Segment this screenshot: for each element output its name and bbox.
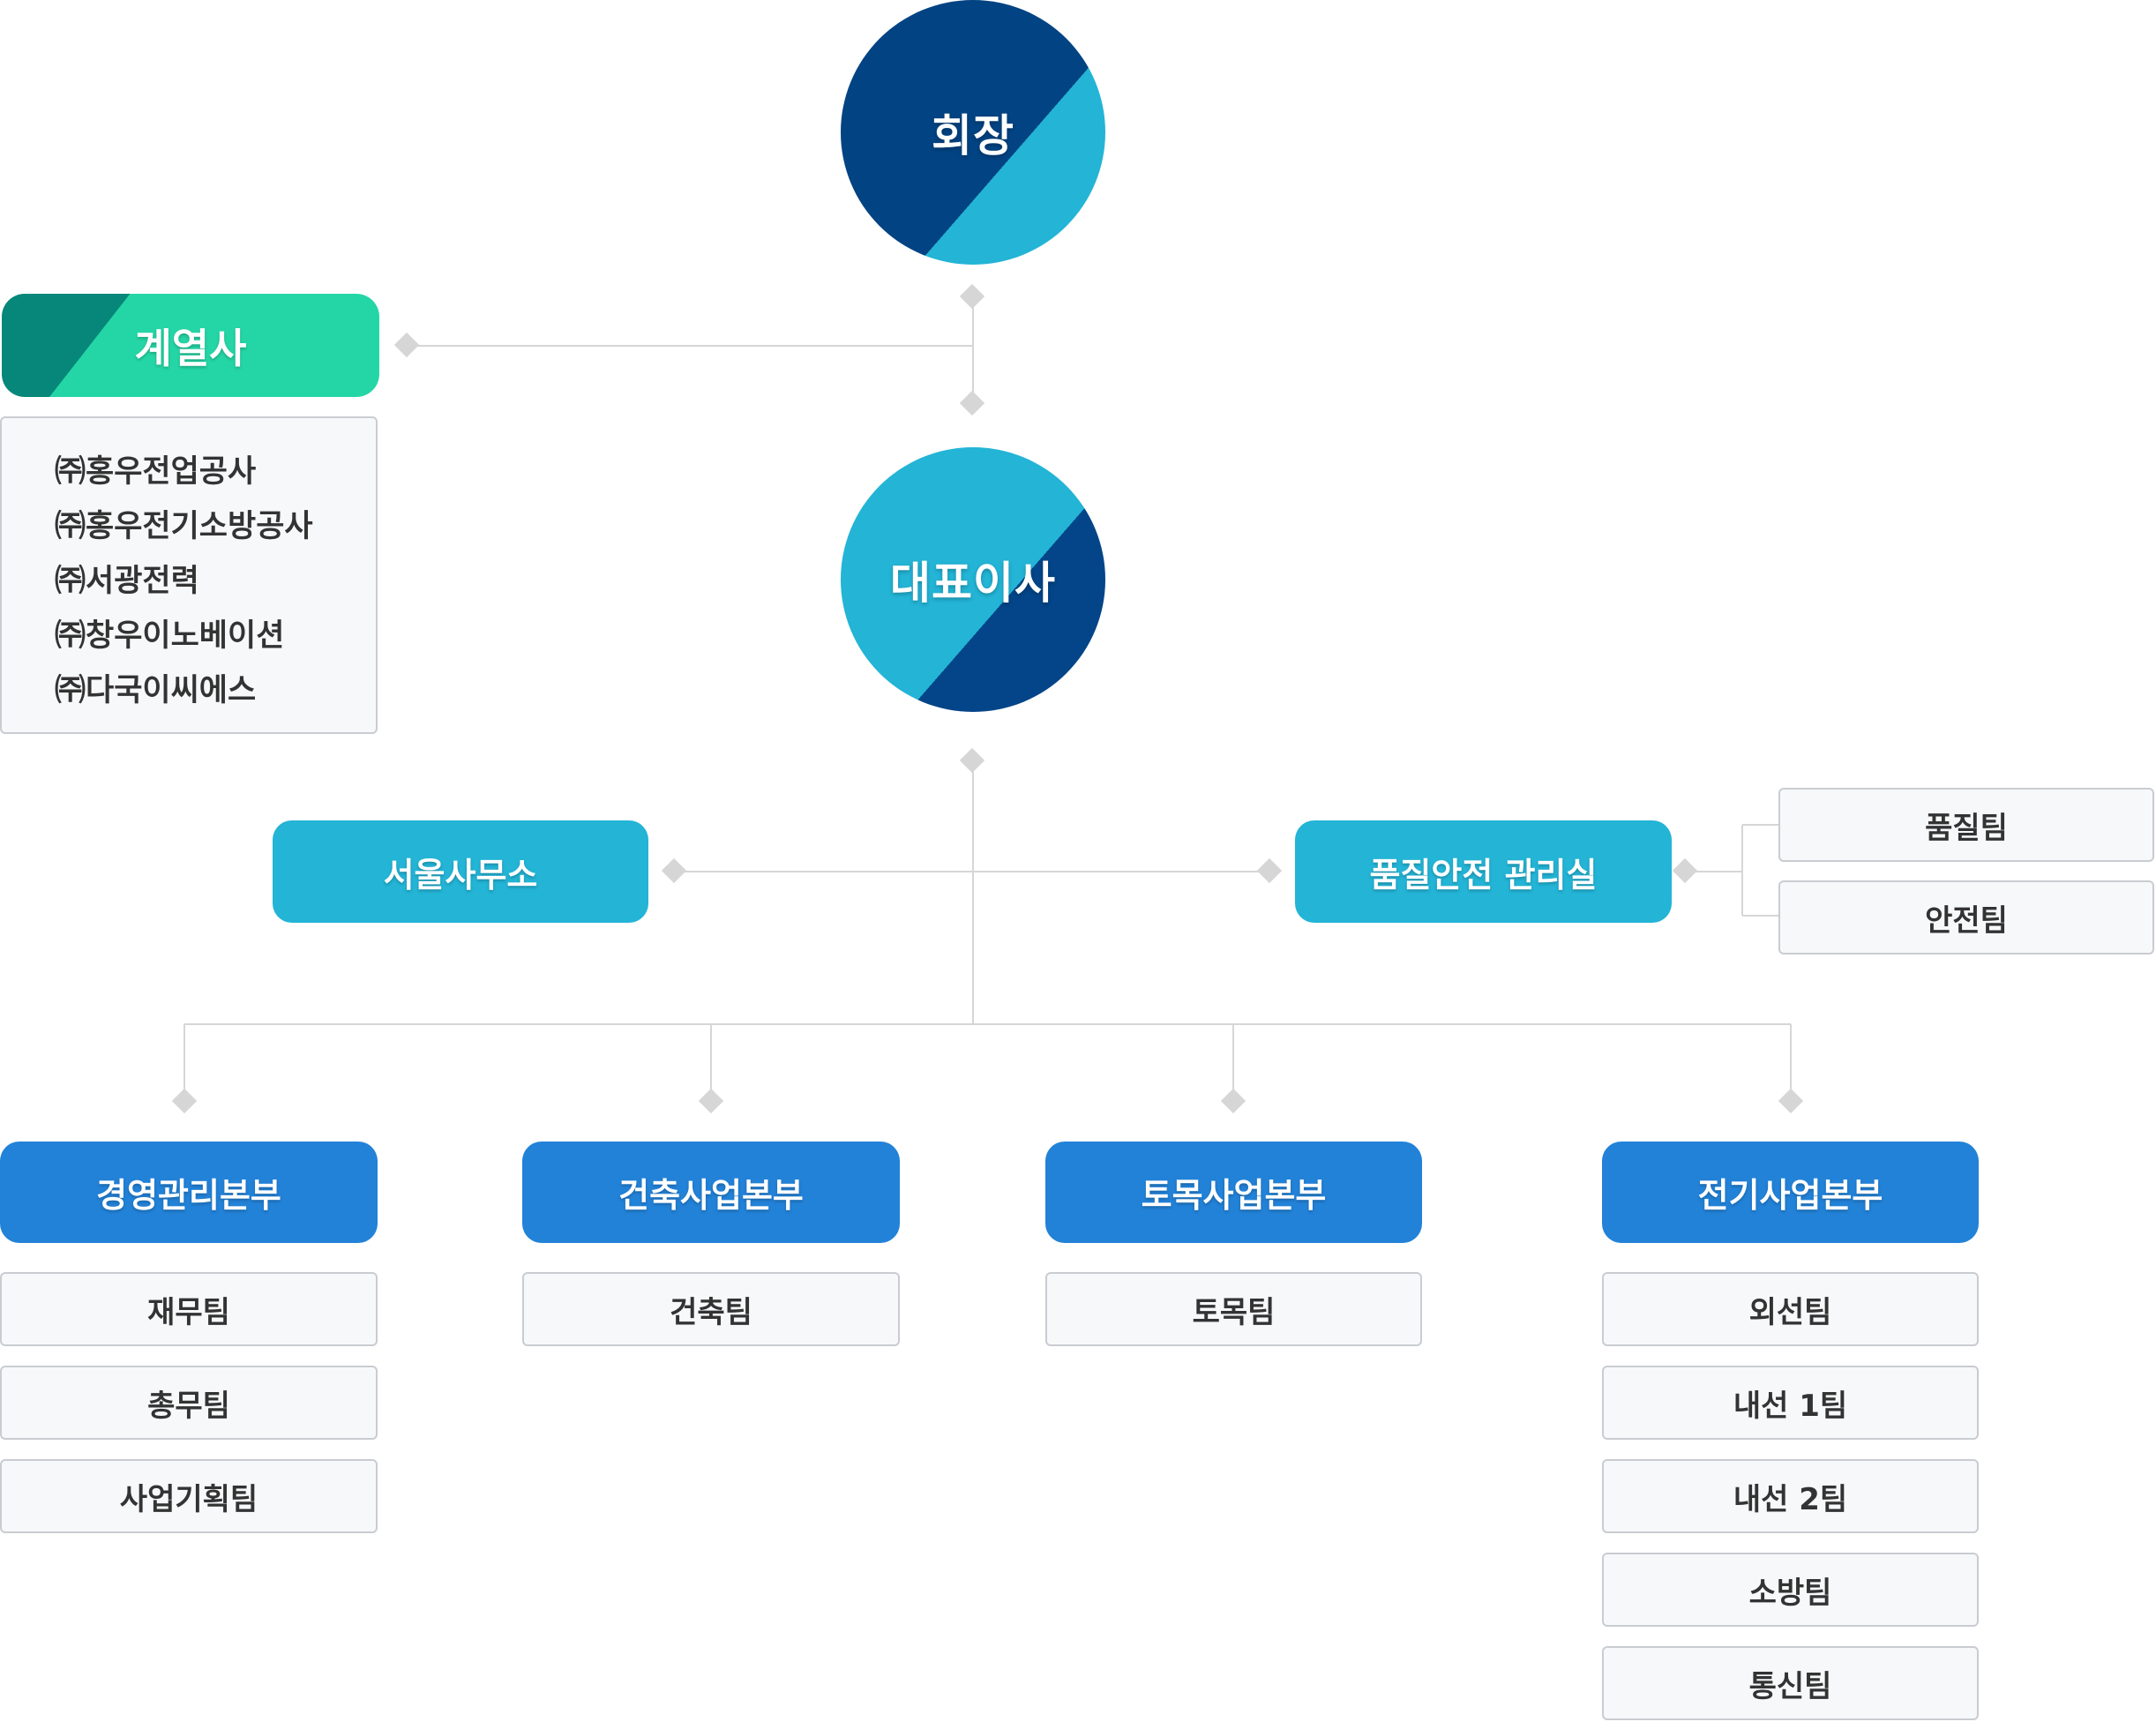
division-node-architecture: 건축사업본부 [522,1142,900,1243]
division-node-electrical: 전기사업본부 [1602,1142,1979,1243]
team-label: 사업기획팀 [119,1481,258,1517]
connector-diamond [393,332,420,358]
connector-diamond [698,1088,724,1114]
team-box: 총무팀 [0,1366,378,1440]
team-label: 내선 1팀 [1733,1388,1848,1424]
affiliate-item: ㈜홍우전기소방공사 [55,509,313,544]
chairman-label: 회장 [932,110,1014,161]
seoul-office-label: 서울사무소 [383,855,538,895]
division-label: 경영관리본부 [96,1176,281,1215]
team-label: 토목팀 [1192,1294,1276,1330]
team-label: 안전팀 [1925,902,2008,939]
connector-diamond [171,1088,198,1114]
team-box: 통신팀 [1602,1646,1979,1720]
team-box: 내선 2팀 [1602,1459,1979,1533]
team-label: 통신팀 [1748,1668,1832,1704]
affiliate-item: ㈜창우이노베이션 [55,618,285,654]
quality-safety-node: 품질안전 관리실 [1295,820,1672,923]
connector-diamond [661,857,687,884]
affiliates-list: ㈜홍우전업공사 ㈜홍우전기소방공사 ㈜서광전력 ㈜창우이노베이션 ㈜다국이씨에스 [0,416,378,734]
team-label: 총무팀 [147,1388,230,1424]
team-box: 재무팀 [0,1272,378,1346]
team-box-quality: 품질팀 [1778,788,2154,862]
connector-diamond [1256,857,1283,884]
connector-diamond [1778,1088,1804,1114]
team-label: 건축팀 [670,1294,752,1330]
chairman-node: 회장 [841,0,1105,265]
division-label: 토목사업본부 [1141,1176,1327,1215]
team-box: 소방팀 [1602,1553,1979,1627]
connector-diamond [959,390,985,416]
team-box: 외선팀 [1602,1272,1979,1346]
division-node-management: 경영관리본부 [0,1142,378,1243]
team-label: 품질팀 [1925,810,2008,846]
affiliates-header: 계열사 [2,294,379,397]
team-label: 외선팀 [1748,1294,1832,1330]
division-label: 건축사업본부 [618,1176,804,1215]
connector-diamond [959,283,985,310]
affiliate-item: ㈜다국이씨에스 [55,673,257,708]
team-box: 내선 1팀 [1602,1366,1979,1440]
ceo-node: 대표이사 [841,447,1105,712]
quality-safety-label: 품질안전 관리실 [1369,855,1598,895]
connector-diamond [1220,1088,1246,1114]
affiliates-label: 계열사 [134,324,247,372]
team-label: 내선 2팀 [1733,1481,1848,1517]
ceo-label: 대표이사 [890,558,1056,609]
division-label: 전기사업본부 [1697,1176,1883,1215]
connector-diamond [959,747,985,774]
division-node-civil: 토목사업본부 [1045,1142,1422,1243]
team-box-safety: 안전팀 [1778,880,2154,955]
affiliate-item: ㈜홍우전업공사 [55,454,257,490]
affiliate-item: ㈜서광전력 [55,564,199,599]
seoul-office-node: 서울사무소 [273,820,648,923]
connector-diamond [1672,857,1698,884]
team-label: 소방팀 [1748,1575,1832,1611]
team-label: 재무팀 [147,1294,230,1330]
team-box: 건축팀 [522,1272,900,1346]
team-box: 토목팀 [1045,1272,1422,1346]
team-box: 사업기획팀 [0,1459,378,1533]
